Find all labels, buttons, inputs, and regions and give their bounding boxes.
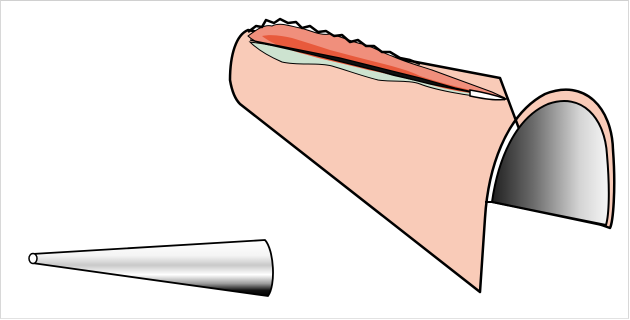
needle-tip xyxy=(29,254,37,264)
needle-body xyxy=(32,240,273,296)
needle-icon xyxy=(29,240,275,296)
